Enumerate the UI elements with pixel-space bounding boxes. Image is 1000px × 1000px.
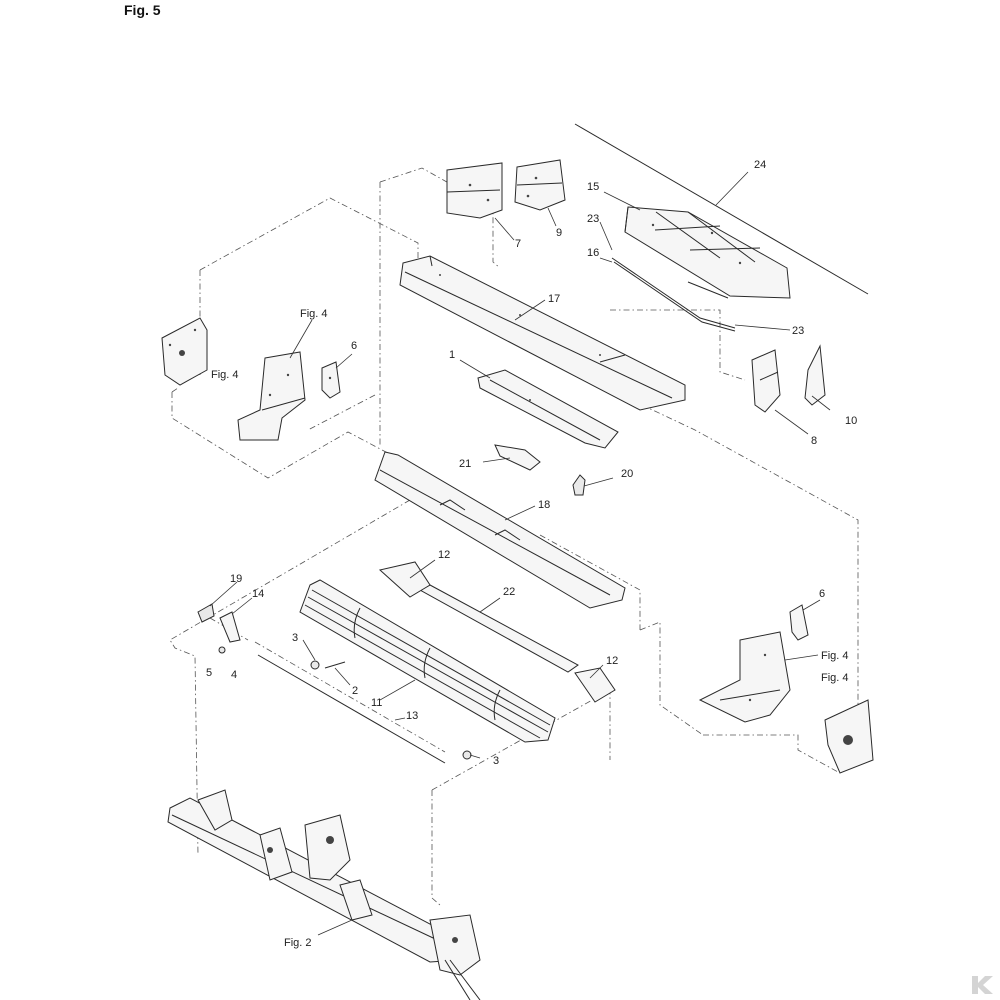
- part-3-bearing-bottom: [462, 750, 472, 760]
- label-13: 13: [406, 710, 418, 722]
- label-7: 7: [515, 238, 521, 250]
- part-23-strips: [611, 257, 736, 332]
- part-4-bolt: [218, 646, 226, 654]
- label-23-top: 23: [587, 213, 599, 225]
- ref-fig4-right-a: Fig. 4: [821, 650, 849, 662]
- label-20: 20: [621, 468, 633, 480]
- label-10: 10: [845, 415, 857, 427]
- label-17: 17: [548, 293, 560, 305]
- ref-fig2: Fig. 2: [284, 937, 312, 949]
- label-22: 22: [503, 586, 515, 598]
- part-18-middle-beam: [374, 451, 626, 609]
- part-11-slatted-roller: [299, 579, 556, 743]
- part-2-pin: [324, 661, 346, 669]
- label-12-bottom: 12: [606, 655, 618, 667]
- ref-fig4-left-a: Fig. 4: [300, 308, 328, 320]
- label-15: 15: [587, 181, 599, 193]
- part-21-wedge: [494, 444, 541, 471]
- ref-fig4-left-b: Fig. 4: [211, 369, 239, 381]
- part-9-plate: [514, 159, 566, 211]
- label-18: 18: [538, 499, 550, 511]
- right-side-plate: [698, 631, 791, 723]
- part-12-end-cap-bottom: [574, 667, 616, 703]
- label-3-top: 3: [292, 632, 298, 644]
- right-side-frame: [824, 699, 874, 774]
- part-3-bearing-top: [310, 660, 320, 670]
- label-9: 9: [556, 227, 562, 239]
- part-19-bracket: [197, 603, 215, 623]
- leader-lines: [209, 171, 831, 936]
- part-12-end-cap-top: [378, 561, 431, 598]
- figure-title: Fig. 5: [124, 2, 161, 18]
- part-6-bracket-right: [789, 604, 809, 641]
- part-10-plate: [804, 344, 826, 406]
- label-5: 5: [206, 667, 212, 679]
- part-15-cover-panel: [624, 206, 791, 299]
- part-7-plate: [446, 162, 503, 219]
- label-8: 8: [811, 435, 817, 447]
- part-6-bracket-left: [321, 361, 341, 399]
- label-6-top: 6: [351, 340, 357, 352]
- label-24: 24: [754, 159, 766, 171]
- label-23-bottom: 23: [792, 325, 804, 337]
- part-13-shaft: [257, 654, 446, 764]
- part-24-rod: [574, 123, 869, 295]
- part-14-lever: [219, 611, 241, 643]
- lower-chassis-frame: [167, 789, 481, 1000]
- left-side-frame: [161, 317, 208, 386]
- part-17-upper-beam: [399, 255, 686, 411]
- part-1-tray: [477, 369, 619, 449]
- label-11: 11: [371, 697, 382, 709]
- left-side-plate: [237, 351, 306, 441]
- label-12-top: 12: [438, 549, 450, 561]
- label-19: 19: [230, 573, 242, 585]
- label-6-bottom: 6: [819, 588, 825, 600]
- label-3-bottom: 3: [493, 755, 499, 767]
- ref-fig4-right-b: Fig. 4: [821, 672, 849, 684]
- label-21: 21: [459, 458, 471, 470]
- label-2: 2: [352, 685, 358, 697]
- part-8-plate: [751, 349, 781, 413]
- label-4: 4: [231, 669, 237, 681]
- brand-logo-icon: [972, 976, 993, 994]
- label-1: 1: [449, 349, 455, 361]
- label-14: 14: [252, 588, 264, 600]
- label-16: 16: [587, 247, 599, 259]
- part-20-clip: [572, 474, 586, 496]
